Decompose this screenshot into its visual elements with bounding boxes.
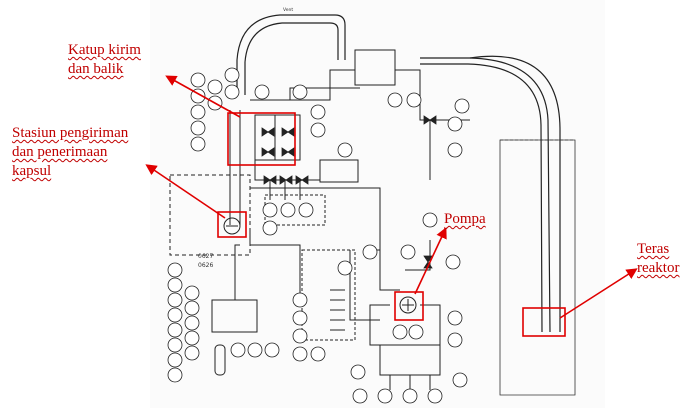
highlight-boxes <box>217 112 566 337</box>
callout-teras-line2: reaktor <box>637 260 680 276</box>
katup-arrow <box>165 75 241 118</box>
instrument-tags <box>167 67 470 404</box>
callout-stasiun-line1: Stasiun pengiriman <box>12 125 129 141</box>
callout-stasiun-line3: kapsul <box>12 163 52 179</box>
callout-teras: Teras reaktor <box>637 240 679 278</box>
callout-pompa-line1: Pompa <box>444 211 486 227</box>
sheet <box>150 0 605 408</box>
valve-highlight-box <box>227 112 296 166</box>
callout-teras-line1: Teras <box>637 241 670 257</box>
core-highlight-box <box>522 307 566 337</box>
stasiun-arrow <box>145 164 226 219</box>
pump-symbol <box>399 296 417 314</box>
pump-highlight-box <box>394 291 424 321</box>
callout-arrows <box>145 75 638 319</box>
capsule-station-symbol <box>223 217 241 235</box>
valves <box>261 115 437 269</box>
transfer-tube <box>236 14 561 333</box>
vent-label: Vent <box>283 7 293 13</box>
callout-stasiun: Stasiun pengiriman dan penerimaan kapsul <box>12 124 128 181</box>
reactor-pool <box>499 139 576 396</box>
callout-katup: Katup kirim dan balik <box>68 41 141 79</box>
teras-arrow <box>559 268 638 319</box>
pompa-arrow <box>414 227 447 295</box>
callout-stasiun-line2: dan penerimaan <box>12 144 108 160</box>
callout-pompa: Pompa <box>444 210 486 229</box>
station-highlight-box <box>217 211 247 238</box>
callout-katup-line2: dan balik <box>68 61 124 77</box>
piping <box>169 49 470 390</box>
callout-katup-line1: Katup kirim <box>68 42 141 58</box>
code-bottom-label: 0626 <box>198 262 213 269</box>
code-top-label: 0627 <box>198 253 213 260</box>
